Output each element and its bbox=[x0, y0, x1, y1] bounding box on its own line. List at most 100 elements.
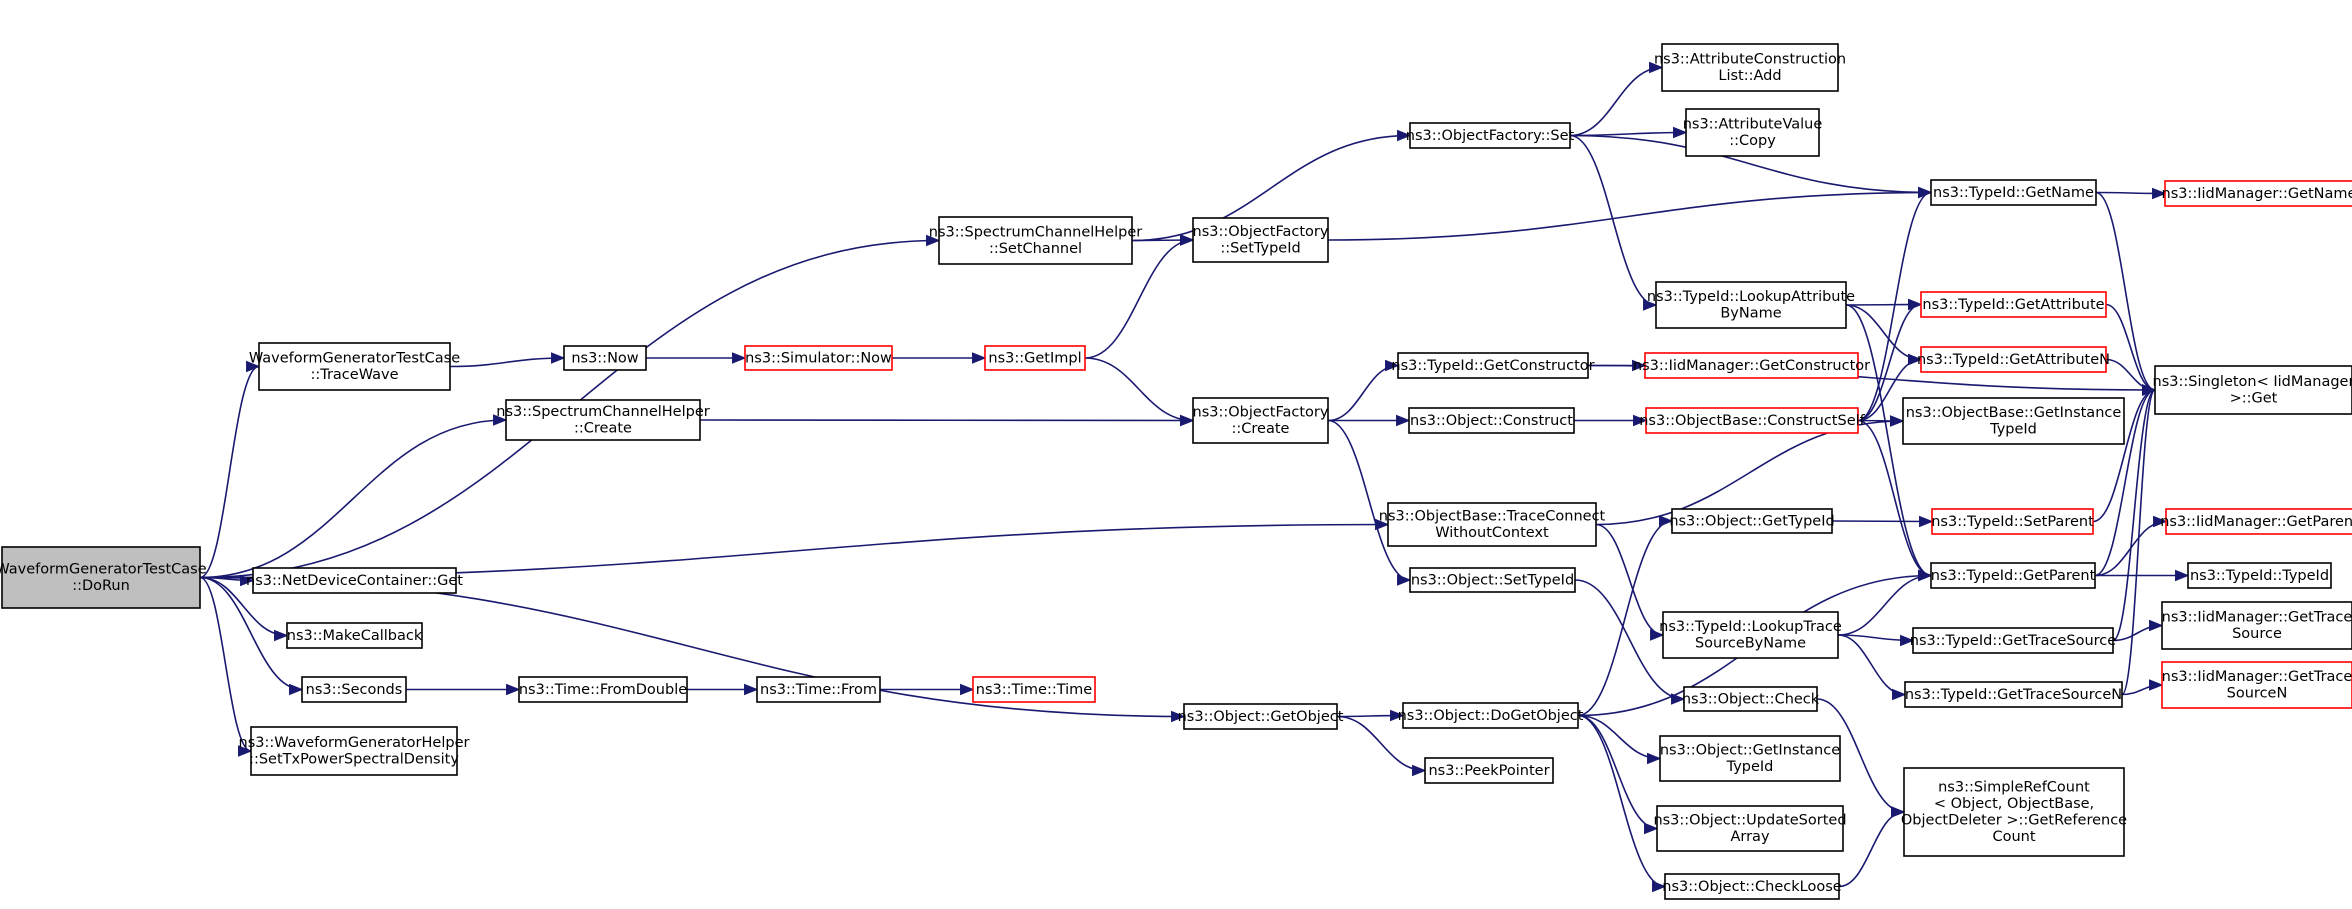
edge-root-to-tracewave bbox=[199, 360, 261, 579]
node-tidgettracesourcen[interactable]: ns3::TypeId::GetTraceSourceN bbox=[1904, 681, 2123, 708]
node-getconstructor[interactable]: ns3::TypeId::GetConstructor bbox=[1391, 352, 1595, 379]
node-singletonget[interactable]: ns3::Singleton< IidManager>::Get bbox=[2153, 365, 2352, 415]
edge-ofset-to-lookupattr bbox=[1569, 134, 1658, 311]
node-iidgettracesourcen[interactable]: ns3::IidManager::GetTraceSourceN bbox=[2161, 661, 2352, 709]
node-simnow[interactable]: ns3::Simulator::Now bbox=[744, 345, 893, 371]
node-label: Source bbox=[2232, 626, 2282, 642]
node-label: List::Add bbox=[1718, 68, 1781, 84]
node-tidgettracesource[interactable]: ns3::TypeId::GetTraceSource bbox=[1910, 627, 2116, 654]
node-box bbox=[1685, 108, 1820, 157]
edge-traceconnect-to-lookuptrace bbox=[1595, 523, 1665, 641]
node-label: ns3::Object::DoGetObject bbox=[1398, 708, 1584, 724]
node-iidgetname[interactable]: ns3::IidManager::GetName bbox=[2162, 180, 2352, 207]
node-seconds[interactable]: ns3::Seconds bbox=[301, 676, 407, 703]
node-tracewave[interactable]: WaveformGeneratorTestCase::TraceWave bbox=[249, 342, 460, 391]
node-box bbox=[1656, 805, 1844, 852]
node-box bbox=[972, 676, 1096, 703]
node-avcopy[interactable]: ns3::AttributeValue::Copy bbox=[1683, 108, 1823, 157]
node-tidgetname[interactable]: ns3::TypeId::GetName bbox=[1930, 179, 2097, 206]
edge-objsettypeid-to-objcheck bbox=[1574, 579, 1686, 705]
node-objconstruct[interactable]: ns3::Object::Construct bbox=[1408, 407, 1575, 434]
node-label: ns3::IidManager::GetTrace bbox=[2162, 610, 2352, 626]
node-makecb[interactable]: ns3::MakeCallback bbox=[286, 622, 423, 649]
node-box bbox=[938, 216, 1133, 265]
node-tidgetparent[interactable]: ns3::TypeId::GetParent bbox=[1930, 562, 2096, 589]
edge-tidgetname-to-iidgetname bbox=[2095, 187, 2167, 200]
node-setchannel[interactable]: ns3::SpectrumChannelHelper::SetChannel bbox=[929, 216, 1143, 265]
node-schcreate[interactable]: ns3::SpectrumChannelHelper::Create bbox=[496, 399, 710, 441]
node-objsettypeid[interactable]: ns3::Object::SetTypeId bbox=[1409, 567, 1576, 593]
node-ofcreate[interactable]: ns3::ObjectFactory::Create bbox=[1192, 397, 1329, 444]
node-label: ns3::ObjectFactory bbox=[1193, 405, 1329, 421]
node-ofset[interactable]: ns3::ObjectFactory::Set bbox=[1406, 122, 1575, 149]
node-label: ns3::GetImpl bbox=[988, 350, 1081, 366]
node-now[interactable]: ns3::Now bbox=[563, 345, 647, 371]
node-label: ns3::ObjectFactory::Set bbox=[1406, 128, 1575, 144]
node-ofsettypeid[interactable]: ns3::ObjectFactory::SetTypeId bbox=[1192, 217, 1329, 263]
node-timetime[interactable]: ns3::Time::Time bbox=[972, 676, 1096, 703]
node-wghelper[interactable]: ns3::WaveformGeneratorHelper::SetTxPower… bbox=[239, 726, 470, 776]
edge-getimpl-to-ofsettypeid bbox=[1084, 234, 1195, 359]
node-box bbox=[252, 567, 457, 594]
node-objgettypeid[interactable]: ns3::Object::GetTypeId bbox=[1669, 508, 1835, 534]
node-iidgetparent[interactable]: ns3::IidManager::GetParent bbox=[2160, 508, 2352, 535]
node-fromdouble[interactable]: ns3::Time::FromDouble bbox=[518, 676, 688, 703]
node-label: ns3::Time::From bbox=[760, 682, 877, 698]
node-ndcget[interactable]: ns3::NetDeviceContainer::Get bbox=[246, 567, 463, 594]
edge-ofcreate-to-objsettypeid bbox=[1327, 419, 1412, 586]
edge-getobject-to-peekpointer bbox=[1336, 715, 1427, 777]
edge-constructself-to-tidgetattribute bbox=[1857, 298, 1923, 422]
edge-lookuptrace-to-tidgettracesourcen bbox=[1837, 634, 1907, 701]
node-label: ns3::SimpleRefCount bbox=[1938, 780, 2090, 796]
node-simplerefcount[interactable]: ns3::SimpleRefCount< Object, ObjectBase,… bbox=[1901, 767, 2127, 857]
node-tidgetattributen[interactable]: ns3::TypeId::GetAttributeN bbox=[1917, 346, 2110, 373]
node-traceconnect[interactable]: ns3::ObjectBase::TraceConnectWithoutCont… bbox=[1379, 502, 1606, 547]
node-box bbox=[1409, 567, 1576, 593]
node-dogetobject[interactable]: ns3::Object::DoGetObject bbox=[1398, 702, 1584, 729]
node-root[interactable]: WaveformGeneratorTestCase::DoRun bbox=[0, 546, 207, 609]
node-label: Array bbox=[1730, 829, 1769, 845]
node-label: ns3::Object::CheckLoose bbox=[1662, 879, 1841, 895]
node-label: ns3::TypeId::GetParent bbox=[1931, 568, 2096, 584]
node-box bbox=[1645, 407, 1859, 434]
edge-tidgettracesourcen-to-singletonget bbox=[2121, 384, 2157, 696]
node-tidtypeid[interactable]: ns3::TypeId::TypeId bbox=[2187, 562, 2332, 589]
node-checkloose[interactable]: ns3::Object::CheckLoose bbox=[1662, 873, 1842, 900]
node-box bbox=[1930, 179, 2097, 206]
edge-tracewave-to-now bbox=[449, 352, 566, 368]
node-label: ns3::ObjectBase::TraceConnect bbox=[1379, 509, 1606, 525]
node-box bbox=[2165, 508, 2352, 535]
node-label: ns3::ObjectBase::ConstructSelf bbox=[1639, 413, 1865, 429]
node-label: ::SetTypeId bbox=[1220, 241, 1300, 257]
node-timefrom[interactable]: ns3::Time::From bbox=[756, 676, 881, 703]
edge-tidgettracesourcen-to-iidgettracesourcen bbox=[2121, 679, 2164, 696]
node-peekpointer[interactable]: ns3::PeekPointer bbox=[1424, 757, 1554, 784]
edge-dogetobject-to-updatesorted bbox=[1577, 714, 1659, 835]
node-getimpl[interactable]: ns3::GetImpl bbox=[984, 345, 1086, 371]
node-label: ObjectDeleter >::GetReference bbox=[1901, 813, 2127, 829]
node-tidgetattribute[interactable]: ns3::TypeId::GetAttribute bbox=[1920, 291, 2107, 318]
node-box bbox=[1192, 217, 1329, 263]
node-label: ByName bbox=[1720, 306, 1781, 322]
edge-constructself-to-tidgetattributen bbox=[1857, 353, 1923, 422]
node-objcheck[interactable]: ns3::Object::Check bbox=[1682, 686, 1820, 712]
node-getobject[interactable]: ns3::Object::GetObject bbox=[1178, 703, 1344, 730]
node-constructself[interactable]: ns3::ObjectBase::ConstructSelf bbox=[1639, 407, 1866, 434]
node-label: ns3::Object::SetTypeId bbox=[1411, 572, 1574, 588]
edge-dogetobject-to-checkloose bbox=[1577, 714, 1667, 893]
node-label: ::Copy bbox=[1729, 133, 1776, 149]
node-label: ns3::IidManager::GetTrace bbox=[2162, 669, 2352, 685]
node-box bbox=[2161, 661, 2352, 709]
node-tidsetparent[interactable]: ns3::TypeId::SetParent bbox=[1931, 508, 2094, 535]
node-label: ns3::TypeId::GetName bbox=[1933, 185, 2094, 201]
node-iidgettracesource[interactable]: ns3::IidManager::GetTraceSource bbox=[2161, 601, 2352, 650]
node-iidgetconstructor[interactable]: ns3::IidManager::GetConstructor bbox=[1633, 352, 1870, 379]
